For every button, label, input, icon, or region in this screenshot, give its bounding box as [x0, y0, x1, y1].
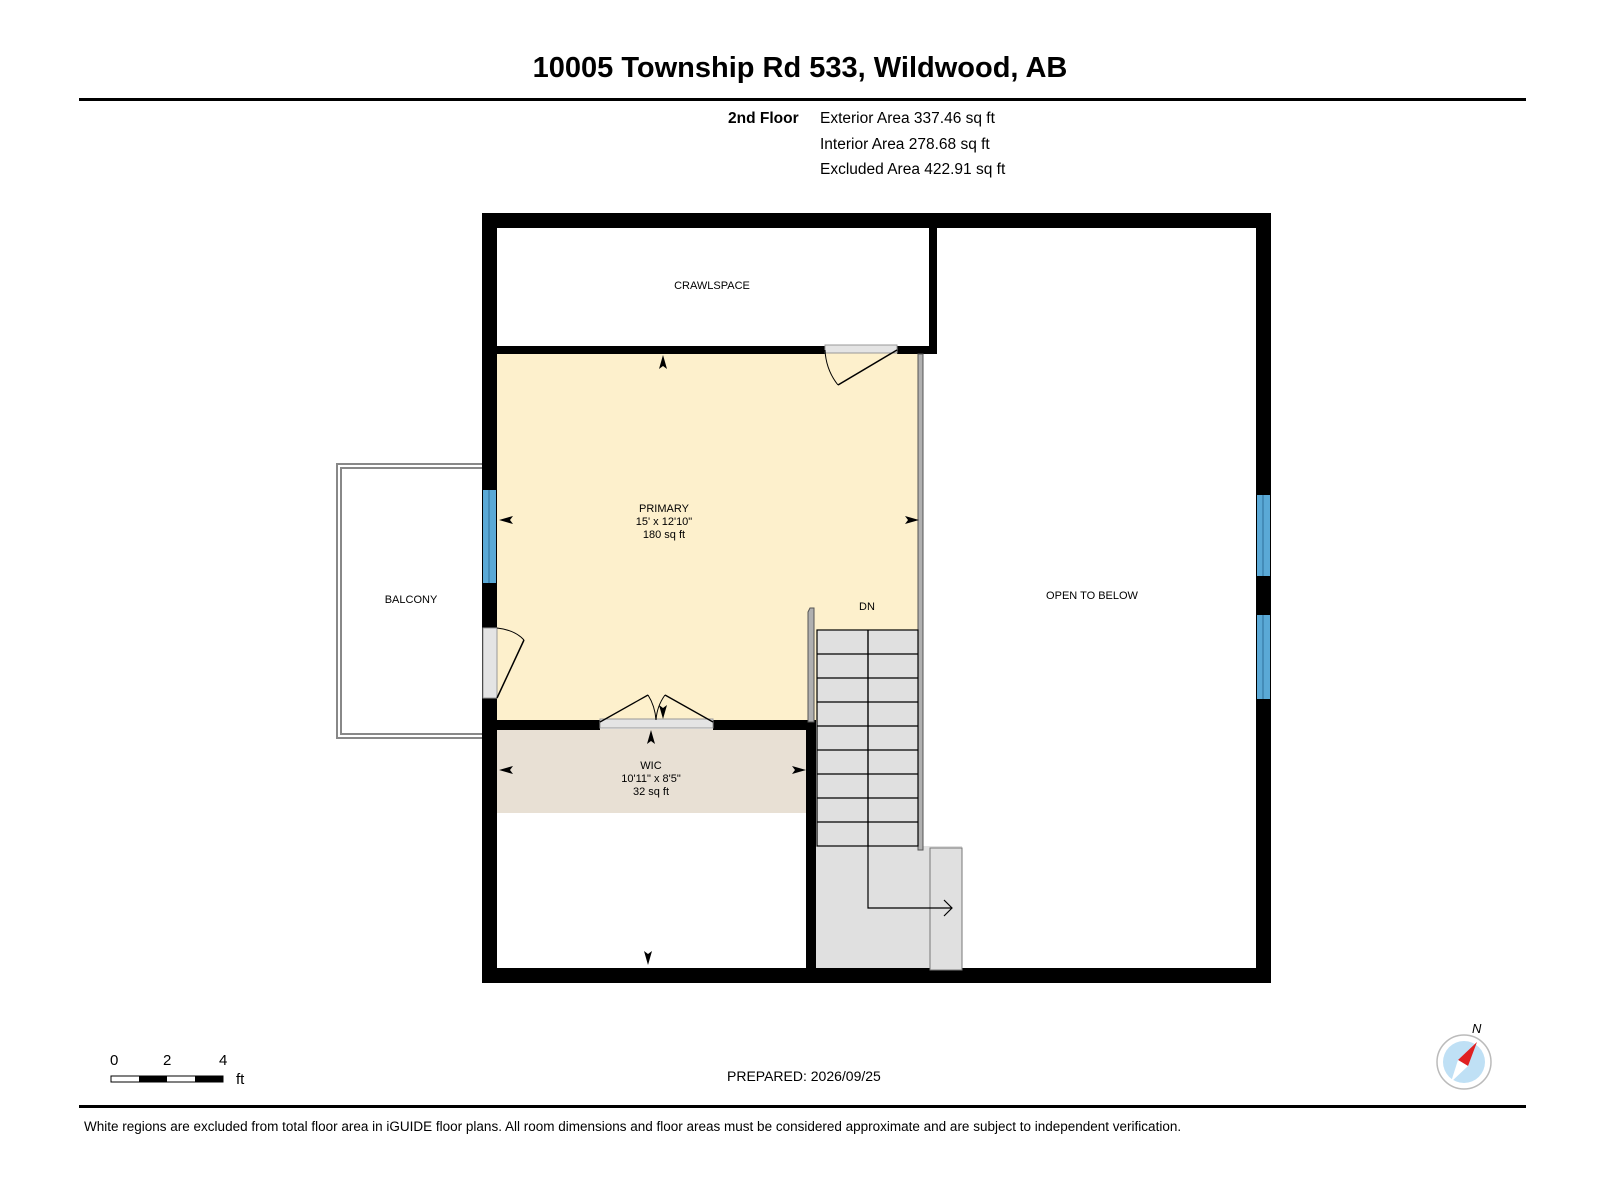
- wic-double-door: [599, 694, 714, 729]
- primary-area: 180 sq ft: [642, 529, 686, 541]
- interior-walls: [495, 226, 937, 972]
- staircase: [816, 629, 963, 971]
- scale-bar: [110, 1075, 224, 1083]
- wic-dims: 10'11" x 8'5": [621, 773, 681, 785]
- open-to-below-label: OPEN TO BELOW: [1046, 590, 1138, 602]
- excluded-area: Excluded Area 422.91 sq ft: [820, 161, 1006, 178]
- crawlspace-door: [824, 344, 898, 386]
- scale-tick-4: 4: [219, 1052, 228, 1069]
- scale-unit: ft: [236, 1071, 245, 1088]
- primary-dims: 15' x 12'10": [635, 516, 693, 528]
- page-title: 10005 Township Rd 533, Wildwood, AB: [532, 52, 1068, 84]
- balcony-door: [482, 627, 525, 699]
- exterior-walls: [482, 213, 1271, 983]
- stairs-down-label: DN: [859, 601, 875, 613]
- wic-name: WIC: [640, 760, 662, 772]
- dimension-arrows: [499, 355, 919, 965]
- compass-north-label: N: [1472, 1021, 1482, 1036]
- primary-name: PRIMARY: [639, 503, 689, 515]
- scale-tick-0: 0: [110, 1052, 119, 1069]
- wic-room-fill: [497, 729, 808, 813]
- wic-area: 32 sq ft: [632, 786, 670, 798]
- crawlspace-label: CRAWLSPACE: [674, 280, 750, 292]
- interior-area: Interior Area 278.68 sq ft: [820, 136, 990, 153]
- scale-tick-2: 2: [163, 1052, 172, 1069]
- balcony-label: BALCONY: [384, 594, 438, 606]
- compass-icon: [1436, 1034, 1492, 1090]
- stair-rail-left: [807, 607, 815, 723]
- prepared-date: PREPARED: 2026/09/25: [727, 1068, 881, 1084]
- footer-rule: [79, 1105, 1526, 1108]
- stair-rail-right: [917, 353, 924, 851]
- header-rule: [79, 98, 1526, 101]
- exterior-area: Exterior Area 337.46 sq ft: [820, 110, 995, 127]
- disclaimer: White regions are excluded from total fl…: [84, 1119, 1182, 1134]
- windows: [483, 490, 1270, 699]
- floor-label: 2nd Floor: [728, 110, 799, 127]
- primary-label: PRIMARY 15' x 12'10" 180 sq ft: [584, 503, 744, 542]
- wic-label: WIC 10'11" x 8'5" 32 sq ft: [571, 760, 731, 799]
